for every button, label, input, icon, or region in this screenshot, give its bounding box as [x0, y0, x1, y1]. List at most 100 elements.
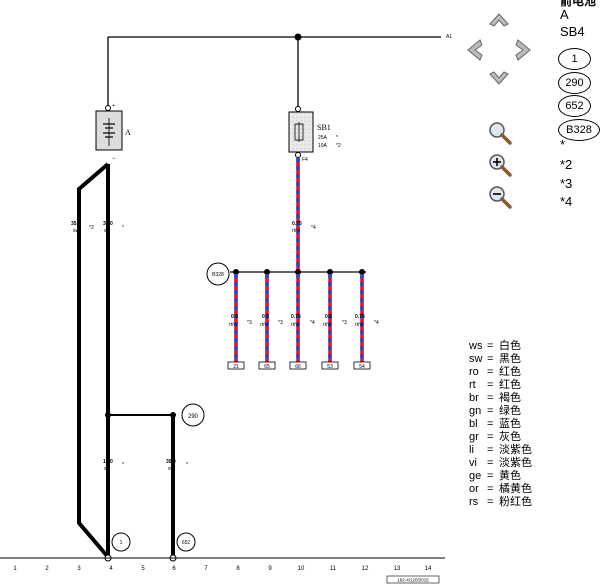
legend-code: or [469, 483, 479, 495]
branch-2-pin: 65 [264, 364, 270, 370]
badge-652[interactable]: 652 [558, 95, 591, 117]
legend-code: br [469, 392, 479, 404]
note-3: *3 [560, 176, 573, 191]
panel-header: 箭电池 [560, 0, 597, 8]
badge-b328[interactable]: B328 [558, 119, 600, 141]
arrow-right-icon[interactable] [514, 38, 534, 62]
connector-b328[interactable] [206, 262, 230, 286]
zoom-fit-icon[interactable] [487, 120, 513, 146]
legend-color-name: 白色 [499, 340, 521, 352]
legend-color-name: 褐色 [499, 392, 521, 404]
legend-code: sw [469, 353, 483, 365]
legend-row-rs: rs=粉红色 [469, 496, 532, 509]
legend-eq: = [487, 444, 494, 456]
connector-b328-label: B328 [212, 272, 224, 278]
legend-color-name: 绿色 [499, 405, 521, 417]
branch-1-pin: 21 [233, 364, 239, 370]
ground-wires [77, 162, 177, 562]
branch-2-gauge: 0.5 [262, 314, 269, 320]
badge-290[interactable]: 290 [558, 72, 591, 94]
legend-eq: = [487, 418, 494, 430]
wire-left-color: sw [73, 228, 80, 234]
branch-5-color: rt/vi [355, 322, 363, 328]
legend-row-rt: rt=红色 [469, 379, 532, 392]
legend-row-bl: bl=蓝色 [469, 418, 532, 431]
legend-eq: = [487, 431, 494, 443]
branch-5-pin: 54 [359, 364, 365, 370]
legend-row-ws: ws = 白色 [469, 340, 532, 353]
node-1[interactable] [111, 532, 131, 552]
ruler-10: 10 [298, 566, 305, 572]
battery-label: A [125, 128, 131, 137]
legend-color-name: 粉红色 [499, 496, 532, 508]
battery-a[interactable]: + − [95, 103, 123, 162]
legend-row-li: li=淡紫色 [469, 444, 532, 457]
wire-lower-left-note: * [122, 462, 124, 468]
legend-eq: = [487, 496, 494, 508]
branch-wires [234, 274, 364, 362]
zoom-out-icon[interactable] [487, 184, 513, 210]
legend-eq: = [487, 392, 494, 404]
node-652[interactable] [176, 532, 196, 552]
wire-lower-right-note: * [186, 462, 188, 468]
wire-mid-note: * [122, 225, 124, 231]
ref-code: 182-4/120/2015 [397, 578, 429, 583]
ruler-3: 3 [77, 566, 81, 572]
ruler-9: 9 [268, 566, 272, 572]
ref-code-box [386, 575, 440, 584]
ruler-11: 11 [330, 566, 337, 572]
branch-3-note: *4 [310, 320, 315, 326]
legend-color-name: 红色 [499, 366, 521, 378]
zoom-in-icon[interactable] [487, 152, 513, 178]
fuse-pin: F4 [302, 157, 308, 163]
side-panel: 箭电池 A SB4 1 290 652 B328 * *2 *3 *4 ws=白… [452, 0, 604, 587]
badge-1[interactable]: 1 [558, 48, 591, 70]
ruler-12: 12 [362, 566, 369, 572]
battery-minus-mark: − [112, 156, 116, 162]
branch-terminals[interactable] [227, 361, 371, 370]
legend-code: ws [469, 340, 483, 352]
legend-code: ge [469, 470, 482, 482]
legend-row-vi: vi = 淡紫色 [469, 457, 532, 470]
legend-color-name: 淡紫色 [499, 457, 532, 469]
ruler-7: 7 [204, 566, 208, 572]
legend-code: vi [469, 457, 477, 469]
legend-color-name: 黄色 [499, 470, 521, 482]
note-1: * [560, 137, 566, 152]
legend-eq: = [487, 340, 494, 352]
node-1-label: 1 [120, 540, 123, 546]
branch-2-note: *3 [278, 320, 283, 326]
node-290[interactable] [181, 403, 205, 427]
wire-left-gauge: 35.0 [71, 221, 81, 227]
bus-ref-a1: A1 [446, 34, 452, 40]
legend-row-gr: gr=灰色 [469, 431, 532, 444]
ruler-1: 1 [13, 566, 17, 572]
legend-row-sw: sw=黑色 [469, 353, 532, 366]
fuse-sb1[interactable] [288, 111, 314, 158]
arrow-left-icon[interactable] [464, 38, 484, 62]
legend-color-name: 红色 [499, 379, 521, 391]
branch-2-color: rt/vi [260, 322, 268, 328]
arrow-down-icon[interactable] [488, 70, 510, 88]
arrow-up-icon[interactable] [488, 10, 510, 28]
legend-eq: = [487, 470, 494, 482]
ruler-8: 8 [236, 566, 240, 572]
legend-eq: = [487, 457, 494, 469]
legend-row-ge: ge = 黄色 [469, 470, 532, 483]
legend-color-name: 橘黄色 [499, 483, 532, 495]
legend-code: li [469, 444, 474, 456]
ruler-13: 13 [394, 566, 401, 572]
branch-4-note: *3 [342, 320, 347, 326]
legend-row-ro: ro=红色 [469, 366, 532, 379]
battery-plus-mark: + [112, 103, 115, 109]
legend-code: ro [469, 366, 479, 378]
wire-lower-left-gauge: 16.0 [103, 459, 113, 465]
fuse-rating-1: 25A [318, 135, 328, 141]
ruler-14: 14 [425, 566, 432, 572]
wire-top-note: *4 [311, 225, 316, 231]
legend-row-gn: gn=绿色 [469, 405, 532, 418]
panel-component-sb4: SB4 [560, 24, 585, 39]
wire-mid-color: sw [104, 228, 111, 234]
branch-4-pin: 53 [327, 364, 333, 370]
